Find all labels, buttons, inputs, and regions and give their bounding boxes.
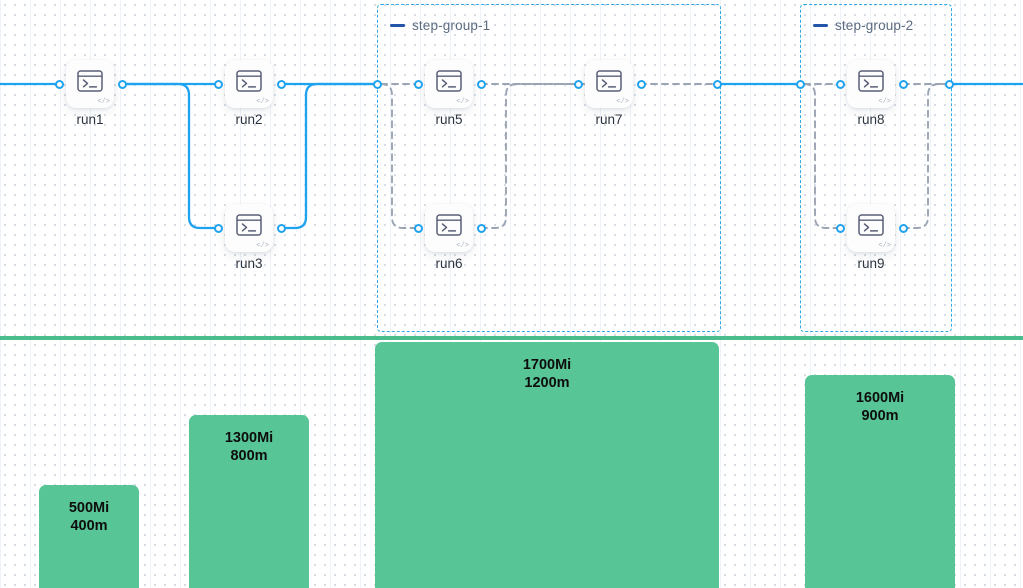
node-label: run9 <box>857 256 885 271</box>
code-badge-icon: </> <box>456 242 469 250</box>
node-label: run8 <box>857 112 885 127</box>
resource-bar-4[interactable]: 1600Mi 900m <box>805 375 955 588</box>
node-port-in[interactable] <box>213 223 223 233</box>
node-port-out[interactable] <box>476 223 486 233</box>
node-card[interactable]: </> <box>225 60 273 108</box>
resource-bar-label: 1600Mi 900m <box>855 390 905 424</box>
step-group-2-label-wrap: step-group-2 <box>813 18 913 33</box>
node-label: run5 <box>435 112 463 127</box>
node-label: run2 <box>235 112 263 127</box>
node-card[interactable]: </> <box>847 60 895 108</box>
resource-bar-label: 1300Mi 800m <box>224 430 274 464</box>
node-port-in[interactable] <box>413 223 423 233</box>
code-badge-icon: </> <box>456 98 469 106</box>
node-label: run6 <box>435 256 463 271</box>
resource-bar-label: 1700Mi 1200m <box>522 357 572 391</box>
terminal-icon <box>858 214 884 236</box>
code-badge-icon: </> <box>616 98 629 106</box>
node-card[interactable]: </> <box>585 60 633 108</box>
node-label: run3 <box>235 256 263 271</box>
node-port-in[interactable] <box>413 79 423 89</box>
node-port-out[interactable] <box>276 223 286 233</box>
node-port-out[interactable] <box>476 79 486 89</box>
group2-port-in[interactable] <box>795 79 805 89</box>
edge-run1-run3 <box>120 82 220 230</box>
node-port-in[interactable] <box>213 79 223 89</box>
terminal-icon <box>436 70 462 92</box>
code-badge-icon: </> <box>256 242 269 250</box>
node-port-in[interactable] <box>573 79 583 89</box>
node-label: run7 <box>595 112 623 127</box>
terminal-icon <box>858 70 884 92</box>
node-port-out[interactable] <box>636 79 646 89</box>
node-port-out[interactable] <box>117 79 127 89</box>
node-port-in[interactable] <box>54 79 64 89</box>
code-badge-icon: </> <box>878 98 891 106</box>
edge-run3-group1 <box>279 82 379 230</box>
step-group-2-frame[interactable]: step-group-2 <box>800 4 952 332</box>
terminal-icon <box>236 214 262 236</box>
group2-port-out[interactable] <box>944 79 954 89</box>
terminal-icon <box>436 214 462 236</box>
code-badge-icon: </> <box>878 242 891 250</box>
code-badge-icon: </> <box>97 98 110 106</box>
node-port-out[interactable] <box>276 79 286 89</box>
resource-bar-3[interactable]: 1700Mi 1200m <box>375 342 719 588</box>
node-card[interactable]: </> <box>66 60 114 108</box>
group1-port-in[interactable] <box>372 79 382 89</box>
node-card[interactable]: </> <box>425 60 473 108</box>
node-label: run1 <box>76 112 104 127</box>
step-group-1-label-wrap: step-group-1 <box>390 18 490 33</box>
step-group-2-label: step-group-2 <box>835 18 914 33</box>
code-badge-icon: </> <box>256 98 269 106</box>
node-port-out[interactable] <box>898 223 908 233</box>
node-card[interactable]: </> <box>847 204 895 252</box>
node-card[interactable]: </> <box>225 204 273 252</box>
terminal-icon <box>77 70 103 92</box>
resource-bar-1[interactable]: 500Mi 400m <box>39 485 139 588</box>
terminal-icon <box>596 70 622 92</box>
step-group-1-label: step-group-1 <box>412 18 491 33</box>
node-port-out[interactable] <box>898 79 908 89</box>
terminal-icon <box>236 70 262 92</box>
group-collapse-dash-icon[interactable] <box>813 24 828 27</box>
node-card[interactable]: </> <box>425 204 473 252</box>
step-group-1-frame[interactable]: step-group-1 <box>377 4 721 332</box>
resource-bar-label: 500Mi 400m <box>68 500 110 534</box>
group1-port-out[interactable] <box>712 79 722 89</box>
group-collapse-dash-icon[interactable] <box>390 24 405 27</box>
node-port-in[interactable] <box>835 223 845 233</box>
resource-bar-2[interactable]: 1300Mi 800m <box>189 415 309 588</box>
node-port-in[interactable] <box>835 79 845 89</box>
